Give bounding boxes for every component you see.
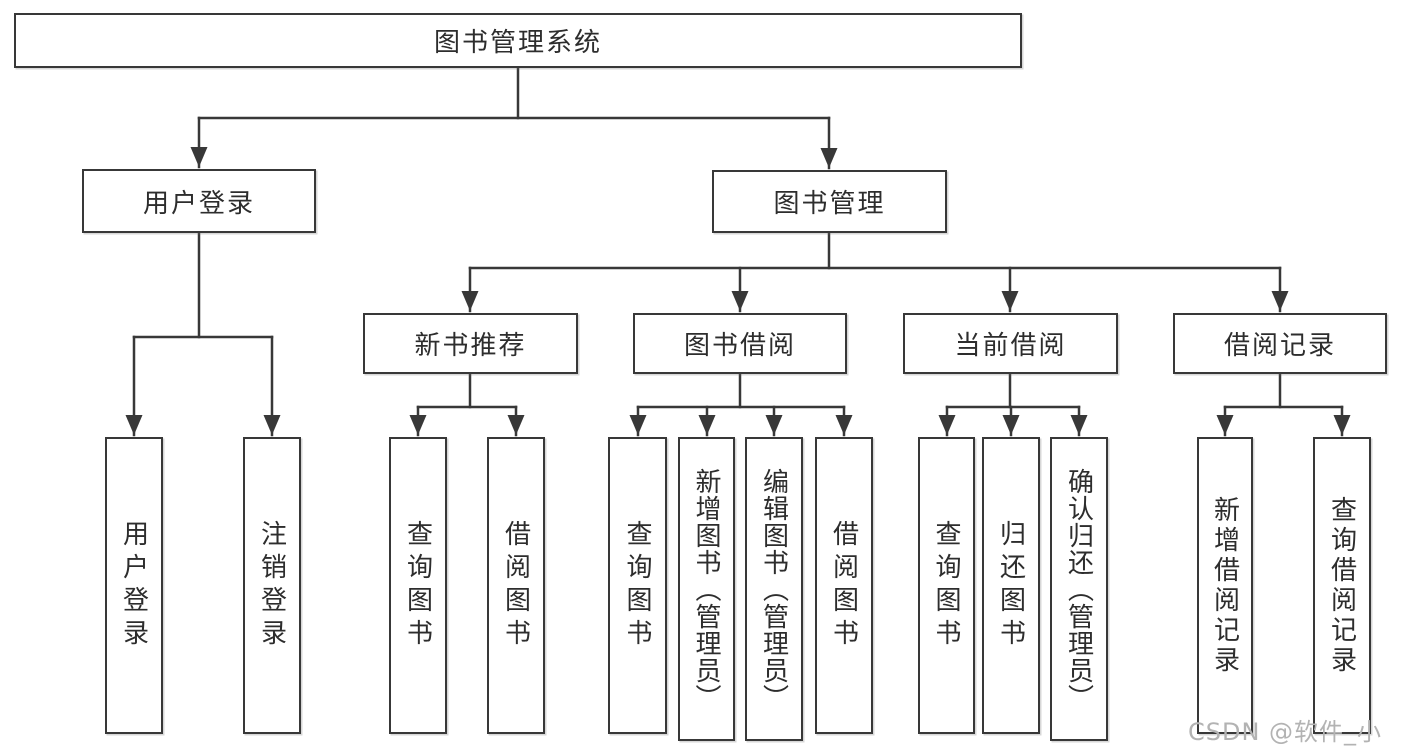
node-borrow-records: 借阅记录 (1173, 313, 1387, 374)
connector-root-to-level2 (190, 66, 838, 170)
leaf-current-return-books: 归还图书 (982, 437, 1040, 734)
leaf-current-query-books: 查询图书 (918, 437, 975, 734)
leaf-newrec-query-books: 查询图书 (389, 437, 447, 734)
node-new-book-recommend: 新书推荐 (363, 313, 578, 374)
node-root: 图书管理系统 (14, 13, 1022, 68)
connector-book-borrow-children (629, 372, 853, 437)
leaf-logout-login: 注销登录 (243, 437, 301, 734)
connector-current-borrow-children (938, 372, 1088, 437)
leaf-newrec-borrow-books: 借阅图书 (487, 437, 545, 734)
leaf-borrow-borrow-books: 借阅图书 (815, 437, 873, 734)
connector-book-mgmt-to-level3 (461, 231, 1289, 313)
node-book-management: 图书管理 (712, 170, 947, 233)
connector-user-login-children (125, 231, 281, 437)
leaf-borrow-edit-books-admin: 编辑图书（管理员） (745, 437, 803, 741)
leaf-borrow-add-books-admin: 新增图书（管理员） (678, 437, 735, 741)
node-user-login: 用户登录 (82, 169, 316, 233)
leaf-records-add-record: 新增借阅记录 (1197, 437, 1253, 734)
leaf-user-login: 用户登录 (105, 437, 163, 734)
csdn-watermark: CSDN @软件_小贺同学 (1188, 718, 1383, 746)
leaf-records-query-record: 查询借阅记录 (1313, 437, 1371, 734)
connector-new-book-children (409, 372, 525, 437)
node-current-borrow: 当前借阅 (903, 313, 1118, 374)
leaf-current-confirm-return-admin: 确认归还（管理员） (1050, 437, 1108, 741)
leaf-borrow-query-books: 查询图书 (608, 437, 667, 734)
node-book-borrow: 图书借阅 (633, 313, 847, 374)
connector-borrow-records-children (1216, 372, 1351, 437)
